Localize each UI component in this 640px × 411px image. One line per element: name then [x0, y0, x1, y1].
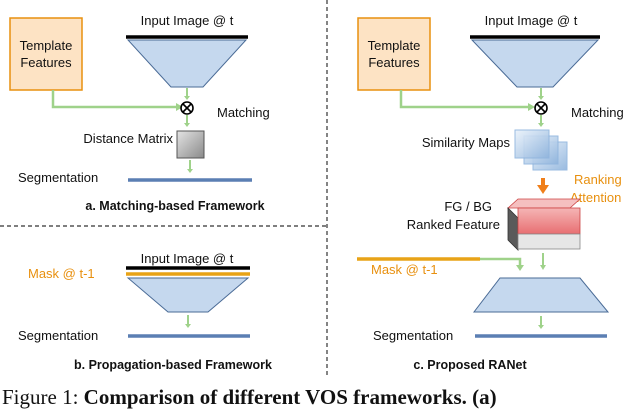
- segmentation-label: Segmentation: [18, 170, 98, 185]
- matching-label: Matching: [217, 105, 270, 120]
- mask-label: Mask @ t-1: [28, 266, 95, 281]
- ranking-arrow-head: [537, 185, 549, 194]
- arrow-head: [538, 123, 544, 127]
- mask-label: Mask @ t-1: [371, 262, 438, 277]
- arrow-head: [516, 265, 524, 271]
- block-side-face: [507, 207, 519, 251]
- ranked-feature-block: [506, 198, 582, 251]
- arrow-head: [528, 103, 535, 111]
- arrow-head: [187, 169, 193, 173]
- panel-a-title: a. Matching-based Framework: [85, 199, 264, 213]
- figure-caption: Figure 1: Comparison of different VOS fr…: [2, 385, 497, 409]
- encoder-trapezoid: [470, 39, 600, 88]
- arrow-head: [538, 96, 544, 100]
- template-label-1: Template: [20, 38, 73, 53]
- panel-c-title: c. Proposed RANet: [413, 358, 527, 372]
- panel-c: Template Features Input Image @ t Matchi…: [357, 13, 624, 372]
- caption-bold: Comparison of different VOS frameworks: [84, 385, 462, 409]
- arrow-head: [538, 325, 544, 329]
- matching-operator-cross: [182, 103, 192, 113]
- block-front-bg: [517, 233, 581, 250]
- arrow-head: [185, 324, 191, 328]
- mask-to-decoder-arrow: [480, 257, 522, 266]
- panel-b-title: b. Propagation-based Framework: [74, 358, 272, 372]
- distance-matrix-box: [176, 130, 205, 159]
- ranking-label-1: Ranking: [574, 172, 622, 187]
- template-label-2: Features: [20, 55, 72, 70]
- similarity-maps-label: Similarity Maps: [422, 135, 511, 150]
- segmentation-label: Segmentation: [373, 328, 453, 343]
- segmentation-label: Segmentation: [18, 328, 98, 343]
- template-features-box: [9, 17, 83, 91]
- template-label-2: Features: [368, 55, 420, 70]
- panel-a: Template Features Input Image @ t Matchi…: [9, 13, 270, 213]
- matching-label: Matching: [571, 105, 624, 120]
- distance-matrix-label: Distance Matrix: [83, 131, 173, 146]
- panel-b: Input Image @ t Mask @ t-1 Segmentation …: [18, 251, 272, 372]
- propagation-trapezoid: [126, 277, 250, 313]
- input-image-label: Input Image @ t: [141, 251, 234, 266]
- template-to-matching-arrow: [399, 90, 528, 109]
- similarity-map-1: [514, 129, 550, 159]
- block-front-fg: [517, 207, 581, 235]
- arrow-head: [540, 265, 546, 270]
- ranking-label-2: Attention: [570, 190, 621, 205]
- encoder-trapezoid: [126, 39, 248, 88]
- input-image-label: Input Image @ t: [141, 13, 234, 28]
- decoder-trapezoid: [472, 277, 610, 313]
- arrow-head: [184, 123, 190, 127]
- fgbg-label-2: Ranked Feature: [407, 217, 500, 232]
- caption-prefix: Figure 1:: [2, 385, 84, 409]
- template-label-1: Template: [368, 38, 421, 53]
- matching-operator-cross: [536, 103, 546, 113]
- input-image-label: Input Image @ t: [485, 13, 578, 28]
- arrow-head: [184, 96, 190, 100]
- caption-suffix: . (a): [462, 385, 497, 409]
- template-features-box: [357, 17, 431, 91]
- block-top-face: [506, 198, 582, 209]
- fgbg-label-1: FG / BG: [444, 199, 492, 214]
- arrow-head: [176, 103, 183, 111]
- template-to-matching-arrow: [51, 90, 176, 109]
